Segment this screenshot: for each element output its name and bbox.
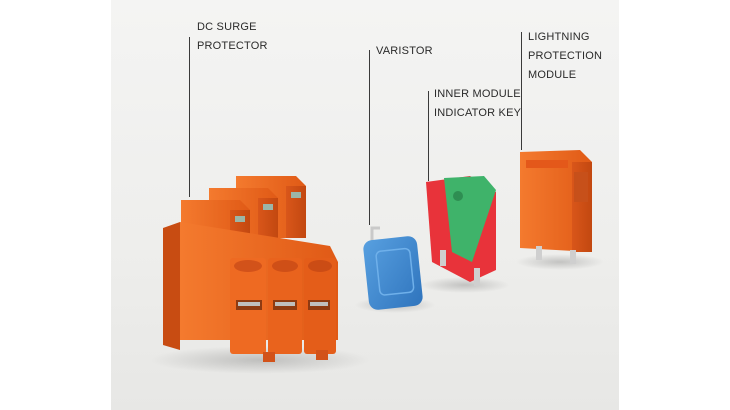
leader-line-lightning-module — [521, 32, 522, 150]
label-dc-surge-protector: DC SURGE PROTECTOR — [197, 18, 268, 56]
leader-line-varistor — [369, 50, 370, 225]
inner-module-indicator-key — [420, 176, 510, 293]
label-line: MODULE — [528, 69, 577, 81]
varistor — [355, 226, 435, 313]
label-line: INDICATOR KEY — [434, 107, 522, 119]
label-inner-module-indicator-key: INNER MODULE INDICATOR KEY — [434, 85, 521, 123]
leader-line-dc-surge-protector — [189, 37, 190, 197]
varistor-disc — [363, 236, 423, 310]
label-line: PROTECTION — [528, 50, 603, 62]
dc-surge-protector — [150, 176, 370, 374]
label-line: DC SURGE — [197, 21, 257, 33]
lightning-protection-module — [516, 150, 604, 270]
label-varistor: VARISTOR — [376, 42, 433, 61]
side-panel — [163, 222, 180, 350]
leader-line-inner-module — [428, 91, 429, 181]
terminal-blocks — [230, 258, 336, 354]
label-line: VARISTOR — [376, 45, 433, 57]
label-lightning-protection-module: LIGHTNING PROTECTION MODULE — [528, 28, 602, 85]
label-line: PROTECTOR — [197, 40, 268, 52]
label-line: LIGHTNING — [528, 31, 590, 43]
label-line: INNER MODULE — [434, 88, 521, 100]
